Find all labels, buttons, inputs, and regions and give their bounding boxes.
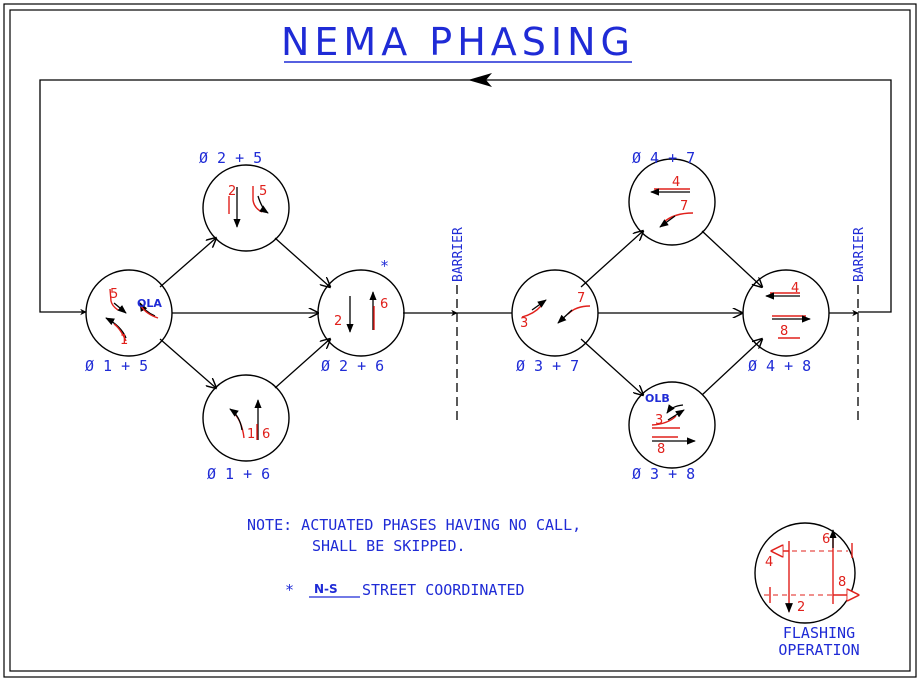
svg-text:3: 3 (520, 316, 528, 331)
svg-text:6: 6 (380, 297, 388, 312)
note-line-1: NOTE: ACTUATED PHASES HAVING NO CALL, (247, 516, 581, 534)
coordinated-phase-marker: * (380, 257, 389, 275)
note-line-2: SHALL BE SKIPPED. (312, 537, 466, 555)
return-loop-arrow (468, 73, 492, 87)
flow-3-8-to-4-8 (701, 339, 762, 396)
phase-circle-3-8 (628, 381, 716, 469)
flashing-label-line2: OPERATION (778, 641, 859, 659)
inner-border (9, 9, 911, 672)
flow-4-7-to-4-8 (701, 230, 762, 287)
svg-text:8: 8 (657, 442, 665, 457)
phase-circle-1-5 (85, 269, 173, 357)
flow-3-7-to-3-8 (580, 338, 643, 395)
coordination-text: STREET COORDINATED (362, 581, 525, 599)
phase-circle-2-6 (317, 269, 405, 357)
movements-2-5: 2 5 (228, 184, 269, 228)
svg-text:4: 4 (672, 175, 680, 190)
svg-text:3: 3 (655, 413, 663, 428)
movements-1-5: 5 1 OLA (105, 287, 162, 348)
phase-circle-3-7 (511, 269, 599, 357)
barrier-2-label: BARRIER (852, 227, 867, 282)
phase-label-2-5: Ø 2 + 5 (199, 149, 262, 167)
barrier-1-label: BARRIER (451, 227, 466, 282)
phase-label-1-6: Ø 1 + 6 (207, 465, 270, 483)
phase-label-2-6: Ø 2 + 6 (321, 357, 384, 375)
svg-text:6: 6 (822, 532, 830, 547)
svg-text:2: 2 (797, 600, 805, 615)
phase-label-3-7: Ø 3 + 7 (516, 357, 579, 375)
phase-circle-4-8 (742, 269, 830, 357)
svg-text:2: 2 (228, 184, 236, 199)
movements-4-7: 4 7 (650, 175, 694, 228)
svg-text:7: 7 (680, 199, 688, 214)
movements-2-6: 2 6 (334, 291, 388, 333)
svg-text:OLA: OLA (137, 297, 162, 310)
flashing-operation-symbol: 6 4 8 2 (764, 529, 858, 615)
svg-text:1: 1 (247, 427, 255, 442)
return-loop-line (39, 79, 892, 316)
outer-border (3, 3, 917, 678)
coordinated-street: N-S (314, 582, 338, 596)
flow-3-7-to-4-7 (580, 231, 643, 288)
flashing-circle (754, 522, 856, 624)
svg-text:4: 4 (791, 281, 799, 296)
svg-text:8: 8 (838, 575, 846, 590)
flow-1-5-to-2-5 (159, 238, 216, 288)
svg-text:6: 6 (262, 427, 270, 442)
flashing-label-line1: FLASHING (783, 624, 855, 642)
movements-3-8: OLB 3 8 (645, 392, 696, 457)
flow-1-6-to-2-6 (274, 339, 330, 389)
coordination-marker: * (285, 581, 294, 599)
svg-text:7: 7 (577, 291, 585, 306)
phase-label-1-5: Ø 1 + 5 (85, 357, 148, 375)
phase-circle-4-7 (628, 158, 716, 246)
phase-circle-1-6 (202, 374, 290, 462)
page-title: NEMA PHASING (281, 20, 635, 64)
flow-2-5-to-2-6 (274, 237, 330, 287)
movements-4-8: 4 8 (765, 281, 811, 339)
svg-text:5: 5 (259, 184, 267, 199)
movements-3-7: 3 7 (520, 291, 591, 331)
phase-label-3-8: Ø 3 + 8 (632, 465, 695, 483)
phase-label-4-7: Ø 4 + 7 (632, 149, 695, 167)
svg-text:2: 2 (334, 314, 342, 329)
svg-text:4: 4 (765, 555, 773, 570)
phase-circle-2-5 (202, 164, 290, 252)
svg-text:OLB: OLB (645, 392, 670, 405)
phase-label-4-8: Ø 4 + 8 (748, 357, 811, 375)
svg-text:8: 8 (780, 324, 788, 339)
movements-1-6: 1 6 (229, 399, 270, 442)
svg-text:1: 1 (120, 333, 128, 348)
flow-1-5-to-1-6 (159, 338, 216, 388)
svg-text:5: 5 (110, 287, 118, 302)
